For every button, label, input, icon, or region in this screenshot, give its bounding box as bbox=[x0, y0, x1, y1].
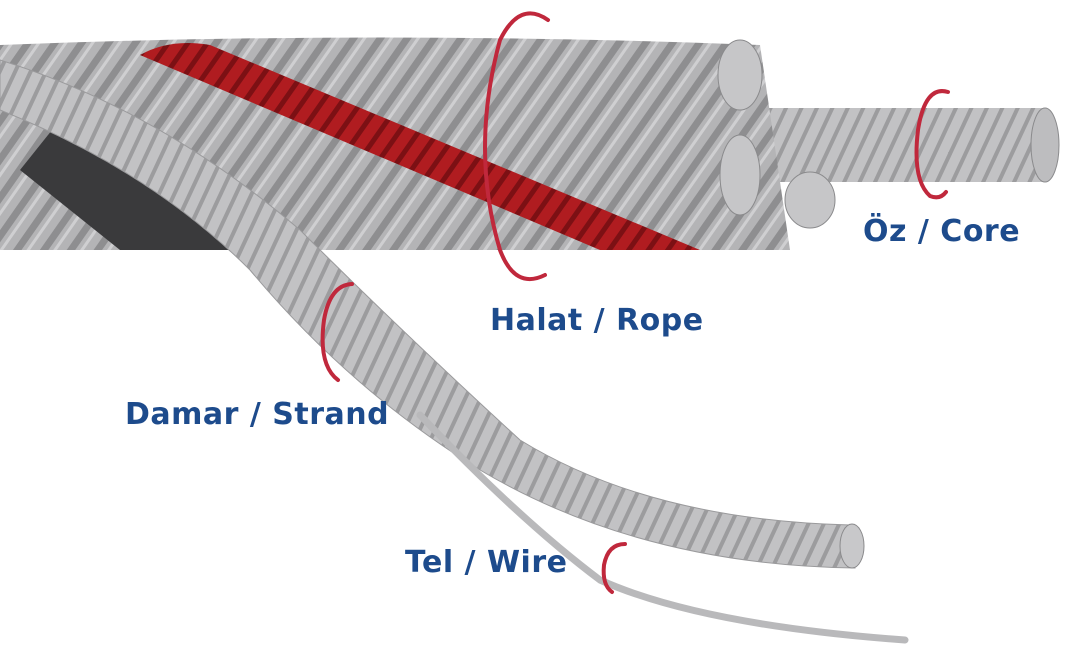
core-label: Öz / Core bbox=[863, 214, 1021, 249]
rope-label: Halat / Rope bbox=[490, 303, 704, 338]
core-marker-ring bbox=[914, 89, 950, 200]
wire bbox=[416, 411, 909, 644]
strand bbox=[0, 59, 865, 569]
strand-marker-ring bbox=[320, 282, 354, 382]
wire-label: Tel / Wire bbox=[405, 545, 568, 580]
core bbox=[730, 107, 1060, 183]
rope-marker-ring bbox=[483, 11, 550, 281]
wire-marker-ring bbox=[601, 542, 627, 594]
strand-label: Damar / Strand bbox=[125, 397, 390, 432]
highlighted-strand bbox=[140, 42, 700, 250]
